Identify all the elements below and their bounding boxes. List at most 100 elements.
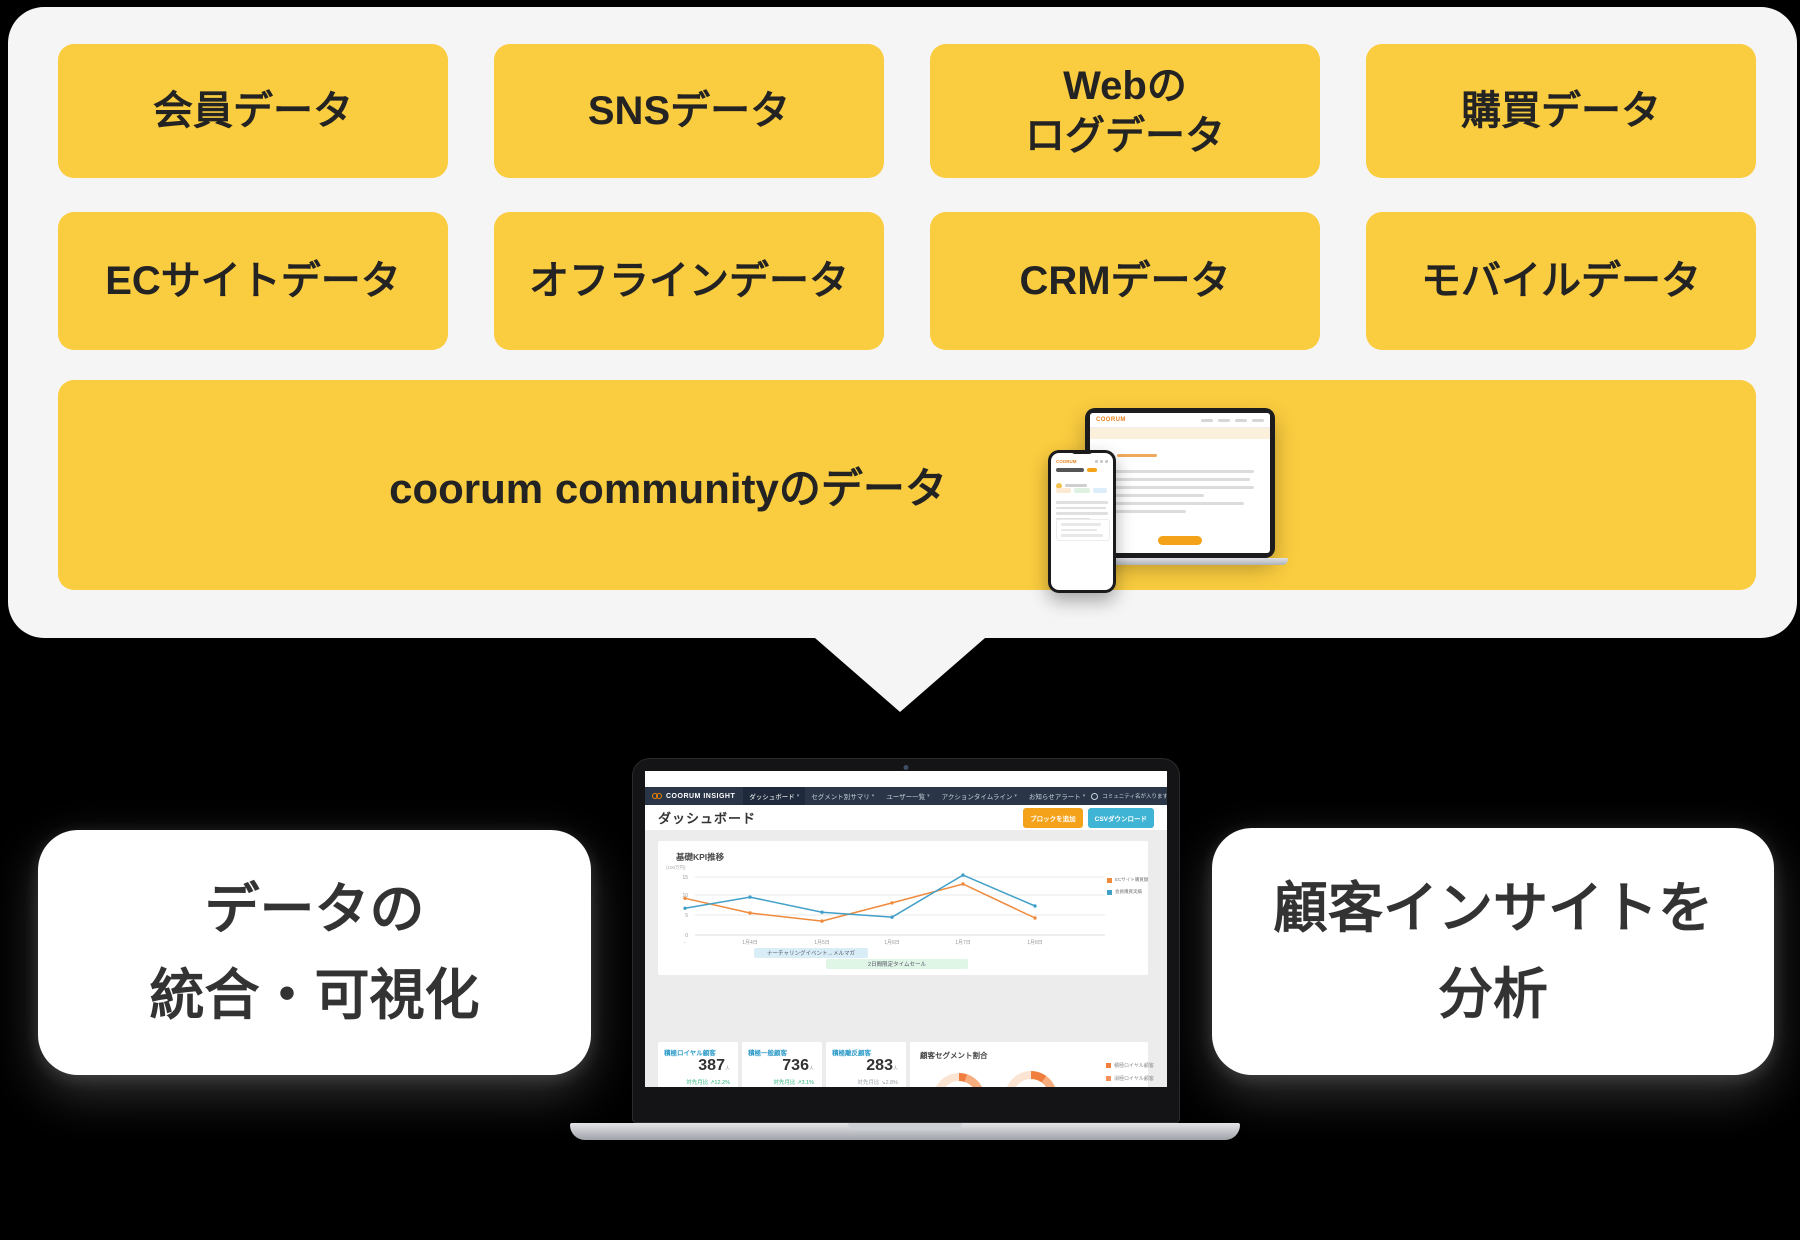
legend-item: 積極ロイヤル顧客 xyxy=(1106,1062,1154,1069)
y-axis-unit: (100万円) xyxy=(666,865,686,871)
data-point xyxy=(683,906,687,910)
data-point xyxy=(890,915,894,919)
phone-tag-chips xyxy=(1056,488,1107,493)
community-site-screen: COORUM xyxy=(1090,413,1270,553)
series-line xyxy=(684,874,1036,918)
source-box-ec-site-data: ECサイトデータ xyxy=(58,212,448,350)
data-point xyxy=(683,896,687,900)
community-laptop-mockup: COORUM xyxy=(1085,408,1275,558)
data-point xyxy=(820,919,824,923)
legend-item: 消極ロイヤル顧客 xyxy=(1106,1075,1154,1082)
flow-arrow-down-icon xyxy=(815,638,985,712)
coorum-insight-logo: COORUM INSIGHT xyxy=(652,792,735,800)
source-box-member-data: 会員データ xyxy=(58,44,448,178)
segment-ratio-card: 顧客セグメント割合 5% 10% 全体 今月 積極ロイヤル顧客消極ロイヤル顧客積… xyxy=(910,1042,1154,1087)
phone-title-placeholder xyxy=(1056,468,1084,472)
source-box-offline-data: オフラインデータ xyxy=(494,212,884,350)
callout-data-integration: データの 統合・可視化 xyxy=(38,830,591,1075)
laptop-base-notch xyxy=(848,1123,962,1130)
callout-line: 統合・可視化 xyxy=(149,963,480,1026)
coorum-logo: COORUM xyxy=(1096,417,1126,423)
source-box-sns-data: SNSデータ xyxy=(494,44,884,178)
x-tick-label: - xyxy=(684,940,686,946)
x-tick-label: 1月6日 xyxy=(884,940,900,946)
community-data-label: coorum communityのデータ xyxy=(389,464,947,512)
chevron-down-icon: ▾ xyxy=(927,793,930,799)
csv-download-button[interactable]: CSVダウンロード xyxy=(1087,807,1154,828)
source-box-crm-data: CRMデータ xyxy=(930,212,1320,350)
dashboard-navbar: COORUM INSIGHT ダッシュボード▾ セグメント別サマリ▾ ユーザー一… xyxy=(645,787,1167,805)
donut-chart-month: 10% xyxy=(1005,1071,1057,1087)
source-label: Webの ログデータ xyxy=(1025,64,1225,158)
phone-text-placeholder xyxy=(1056,498,1108,520)
source-label: オフラインデータ xyxy=(529,259,849,303)
community-action-button xyxy=(1158,536,1202,545)
x-tick-label: 1月4日 xyxy=(742,940,758,946)
coorum-logo: COORUM xyxy=(1056,459,1077,464)
legend-swatch xyxy=(1107,889,1112,895)
dashboard-page-header: ダッシュボード ブロックを追加 CSVダウンロード xyxy=(645,805,1167,830)
data-point xyxy=(820,910,824,914)
globe-icon xyxy=(1091,792,1099,800)
post-text-placeholder xyxy=(1104,502,1244,505)
legend-swatch xyxy=(1106,1063,1111,1068)
dashboard-laptop-base xyxy=(570,1123,1240,1140)
community-phone-mockup: COORUM xyxy=(1048,450,1116,593)
avatar xyxy=(1056,482,1062,489)
source-label: 会員データ xyxy=(153,89,353,133)
source-label: CRMデータ xyxy=(1019,259,1231,303)
coorum-mark-icon xyxy=(652,792,663,800)
legend-swatch xyxy=(1106,1076,1111,1081)
community-phone-screen: COORUM xyxy=(1051,453,1113,590)
chart-title: 基礎KPI推移 xyxy=(676,852,725,862)
community-banner xyxy=(1090,428,1270,439)
nav-items: ダッシュボード▾ セグメント別サマリ▾ ユーザー一覧▾ アクションタイムライン▾… xyxy=(743,787,1091,805)
callout-line: 分析 xyxy=(1437,962,1548,1025)
y-tick-label: 5 xyxy=(685,913,688,919)
source-box-mobile-data: モバイルデータ xyxy=(1366,212,1756,350)
legend-label: ECサイト購買額 xyxy=(1115,877,1149,882)
chevron-down-icon: ▾ xyxy=(1014,793,1017,799)
post-text-placeholder xyxy=(1104,478,1250,481)
segment-legend: 積極ロイヤル顧客消極ロイヤル顧客積極一般顧客消極一般顧客積極離反顧客消極離反顧客 xyxy=(1106,1062,1154,1087)
community-name-label: コミュニティ名が入ります xyxy=(1102,794,1167,800)
nav-item-alerts[interactable]: お知らせアラート▾ xyxy=(1028,793,1086,801)
stat-card: 積極一般顧客 736人 対先月比 ↗3.1% xyxy=(742,1042,822,1087)
nav-item-dashboard[interactable]: ダッシュボード▾ xyxy=(743,787,806,805)
legend-label: 積極ロイヤル顧客 xyxy=(1114,1063,1154,1069)
page-title: ダッシュボード xyxy=(658,811,757,826)
source-box-purchase-data: 購買データ xyxy=(1366,44,1756,178)
series-line xyxy=(684,883,1036,922)
phone-content-card xyxy=(1056,519,1110,541)
data-point xyxy=(748,911,752,915)
add-block-button[interactable]: ブロックを追加 xyxy=(1023,807,1083,828)
stat-card: 積極ロイヤル顧客 387人 対先月比 ↗12.2% xyxy=(658,1042,738,1087)
phone-header-icons xyxy=(1095,460,1108,463)
nav-item-action-timeline[interactable]: アクションタイムライン▾ xyxy=(941,793,1017,801)
phone-title-badge xyxy=(1087,468,1097,472)
data-point xyxy=(961,873,965,877)
account-switcher[interactable]: コミュニティ名が入ります ▾ xyxy=(1091,791,1167,801)
x-tick-label: 1月8日 xyxy=(1027,940,1043,946)
nav-item-segment-summary[interactable]: セグメント別サマリ▾ xyxy=(811,793,875,801)
chevron-down-icon: ▾ xyxy=(1082,793,1086,799)
callout-insight-analysis: 顧客インサイトを 分析 xyxy=(1212,828,1774,1075)
data-point xyxy=(1033,916,1037,920)
x-tick-label: 1月5日 xyxy=(814,940,830,946)
phone-notch xyxy=(1071,450,1093,454)
donut-chart-total: 5% xyxy=(933,1073,985,1087)
dashboard-screen: COORUM INSIGHT ダッシュボード▾ セグメント別サマリ▾ ユーザー一… xyxy=(645,771,1167,1087)
annotation-band-nurturing: ナーチャリングイベント→メルマガ xyxy=(754,948,868,958)
webcam-icon xyxy=(903,765,909,770)
username-placeholder xyxy=(1065,484,1087,488)
legend-label: 消極ロイヤル顧客 xyxy=(1114,1076,1154,1082)
nav-item-user-list[interactable]: ユーザー一覧▾ xyxy=(886,793,930,801)
post-text-placeholder xyxy=(1104,510,1186,513)
x-tick-label: 1月7日 xyxy=(955,940,971,946)
community-site-header: COORUM xyxy=(1090,413,1270,428)
y-tick-label: 10 xyxy=(682,893,688,899)
chart-title: 顧客セグメント割合 xyxy=(920,1051,988,1060)
